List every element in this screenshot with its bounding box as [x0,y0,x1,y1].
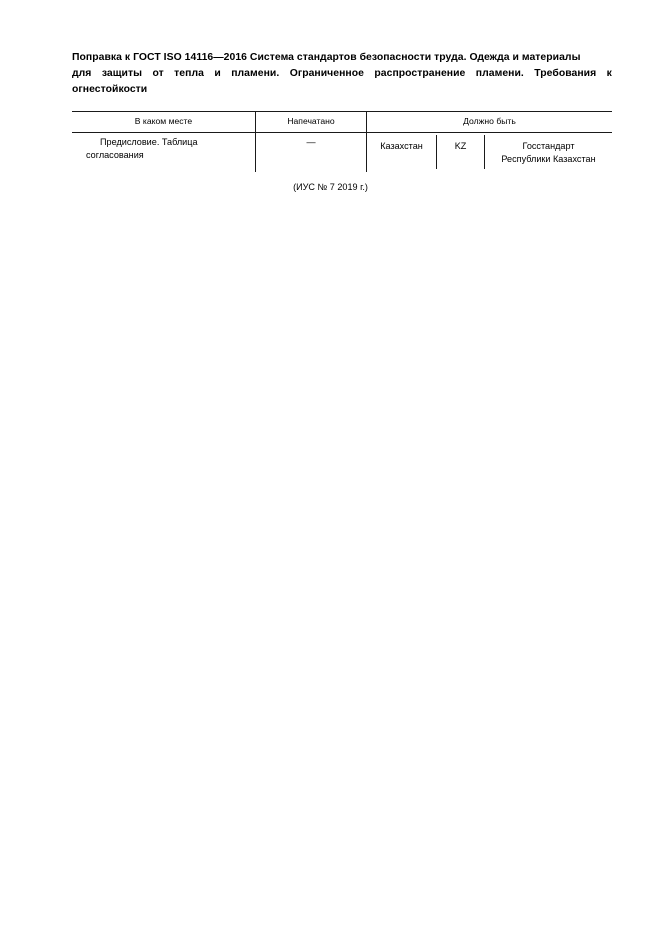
heading-line-2-word: пламени. [231,68,280,79]
heading-line-3: огнестойкости [72,84,148,95]
table-rule-header-bottom [72,132,612,133]
heading-line-2-word: для [72,68,92,79]
authority-line-1: Госстандарт [522,141,575,151]
amendment-heading: Поправка к ГОСТ ISO 14116—2016 Система с… [72,50,612,98]
heading-line-2-word: к [606,68,612,79]
authority-line-2: Республики Казахстан [501,154,596,164]
table-cell-country: Казахстан [380,141,423,151]
heading-line-2-word: защиты [101,68,143,79]
table-rule-top [72,111,612,112]
heading-line-2-word: от [152,68,164,79]
heading-line-2-word: Требования [534,68,597,79]
corrections-table: В каком месте Напечатано Должно быть Пре… [72,111,612,173]
table-header-printed: Напечатано [287,116,335,126]
table-divider-subcolumn-1 [436,135,437,169]
issue-note: (ИУС № 7 2019 г.) [293,182,368,192]
table-header-where: В каком месте [134,116,193,126]
heading-line-1: Поправка к ГОСТ ISO 14116—2016 Система с… [72,52,581,63]
table-cell-printed: — [306,137,316,147]
heading-line-2-word: пламени. [475,68,524,79]
table-divider-column-1 [255,111,256,172]
table-header-should-be: Должно быть [463,116,516,126]
heading-line-2-word: Ограниченное [289,68,364,79]
heading-line-2-word: и [214,68,221,79]
table-cell-where: Предисловие. Таблица согласования [86,137,198,160]
table-cell-authority: Госстандарт Республики Казахстан [485,140,612,166]
heading-line-2-word: тепла [174,68,204,79]
table-divider-column-2 [366,111,367,172]
heading-line-2: для защиты от тепла и пламени. Ограничен… [72,66,612,82]
table-divider-subcolumn-2 [484,135,485,169]
heading-line-2-word: распространение [374,68,466,79]
table-cell-country-code: KZ [454,141,467,151]
